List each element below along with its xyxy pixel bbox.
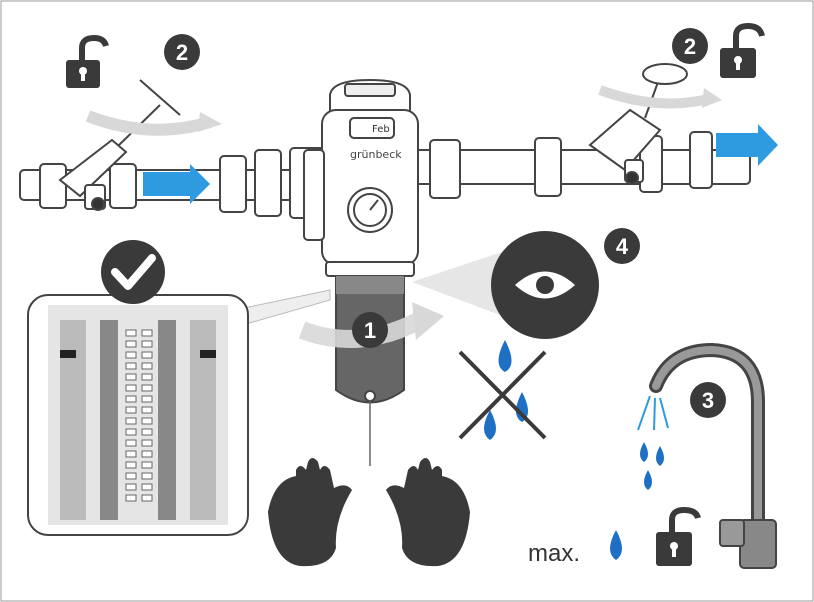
brand-logo-text: grünbeck [350, 148, 402, 161]
svg-text:3: 3 [702, 388, 714, 413]
svg-text:4: 4 [616, 234, 629, 259]
mesh-slot [142, 451, 152, 457]
svg-text:1: 1 [364, 318, 376, 343]
mesh-slot [126, 352, 136, 358]
step-badge-2-right: 2 [672, 28, 708, 64]
svg-text:2: 2 [684, 34, 696, 59]
mesh-slot [142, 440, 152, 446]
mesh-slot [126, 440, 136, 446]
mesh-slot [126, 418, 136, 424]
mesh-slot [142, 363, 152, 369]
mesh-slot [126, 341, 136, 347]
step-badge-1: 1 [352, 312, 388, 348]
mesh-slot [142, 374, 152, 380]
step-badge-2-left: 2 [164, 34, 200, 70]
mesh-slot [126, 374, 136, 380]
mesh-slot [126, 484, 136, 490]
mesh-slot [142, 429, 152, 435]
step-badge-4: 4 [604, 228, 640, 264]
mesh-slot [126, 363, 136, 369]
mesh-slot [126, 407, 136, 413]
mesh-slot [142, 396, 152, 402]
mesh-slot [142, 407, 152, 413]
mesh-slot [126, 429, 136, 435]
mesh-slot [142, 418, 152, 424]
mesh-slot [126, 451, 136, 457]
mesh-slot [142, 495, 152, 501]
device-label: Feb [372, 124, 390, 135]
mesh-slot [126, 473, 136, 479]
svg-text:2: 2 [176, 40, 188, 65]
mesh-slot [142, 484, 152, 490]
mesh-slot [142, 462, 152, 468]
mesh-slot [142, 341, 152, 347]
eye-badge [491, 231, 599, 339]
mesh-slot [126, 495, 136, 501]
step-badge-3: 3 [690, 382, 726, 418]
mesh-slot [126, 396, 136, 402]
zoom-detail-panel [28, 295, 248, 535]
mesh-slot [142, 473, 152, 479]
max-flow-label: max. [528, 540, 580, 568]
mesh-slot [126, 462, 136, 468]
mesh-slot [142, 385, 152, 391]
mesh-slot [126, 330, 136, 336]
check-badge [101, 240, 165, 304]
mesh-slot [142, 352, 152, 358]
mesh-slot [126, 385, 136, 391]
mesh-slot [142, 330, 152, 336]
